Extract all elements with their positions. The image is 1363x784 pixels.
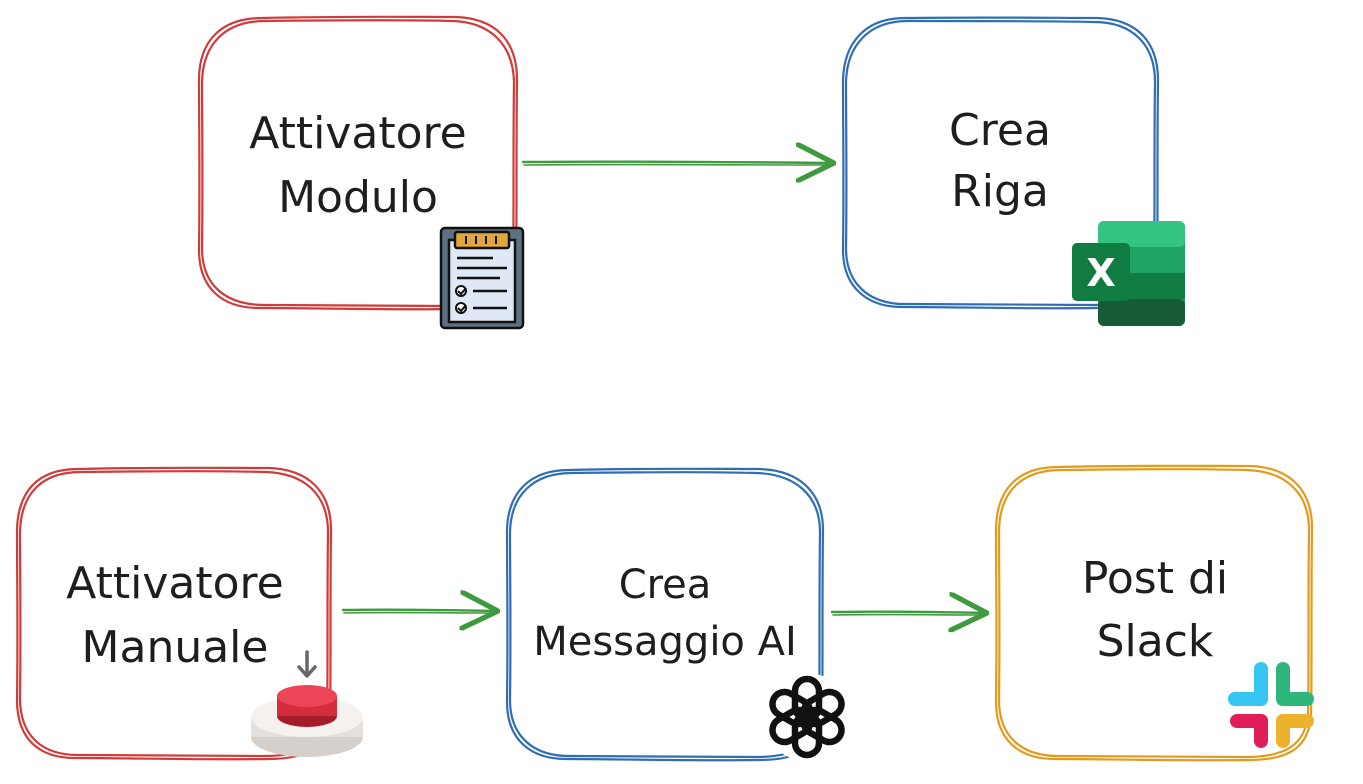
ai-message-label-line2: Messaggio AI (533, 619, 797, 665)
ai-message-label-line1: Crea (619, 562, 712, 608)
red-push-button-icon (251, 650, 363, 757)
connector-manual-trigger-to-ai-message (341, 610, 496, 613)
manual-trigger-label-line2: Manuale (82, 622, 269, 673)
connector-ai-message-to-slack-post (830, 612, 985, 615)
node-form-trigger[interactable]: Attivatore Modulo (197, 15, 525, 330)
node-slack-post[interactable]: Post di Slack (994, 464, 1314, 762)
node-ai-message[interactable]: Crea Messaggio AI (505, 467, 851, 762)
openai-icon (763, 673, 851, 761)
manual-trigger-label-line1: Attivatore (66, 558, 283, 609)
form-trigger-label-line2: Modulo (278, 172, 438, 223)
clipboard-checklist-icon (439, 226, 525, 330)
connector-form-trigger-to-create-row (521, 162, 832, 165)
slack-icon (1228, 662, 1314, 748)
node-create-row[interactable]: Crea Riga X (841, 16, 1185, 326)
node-manual-trigger[interactable]: Attivatore Manuale (15, 466, 363, 761)
slack-post-label-line1: Post di (1082, 553, 1228, 604)
slack-post-label-line2: Slack (1097, 616, 1214, 667)
form-trigger-label-line1: Attivatore (249, 108, 466, 159)
create-row-label-line2: Riga (951, 166, 1049, 217)
excel-icon: X (1072, 221, 1185, 326)
create-row-label-line1: Crea (949, 105, 1051, 156)
excel-icon-letter: X (1086, 251, 1115, 295)
